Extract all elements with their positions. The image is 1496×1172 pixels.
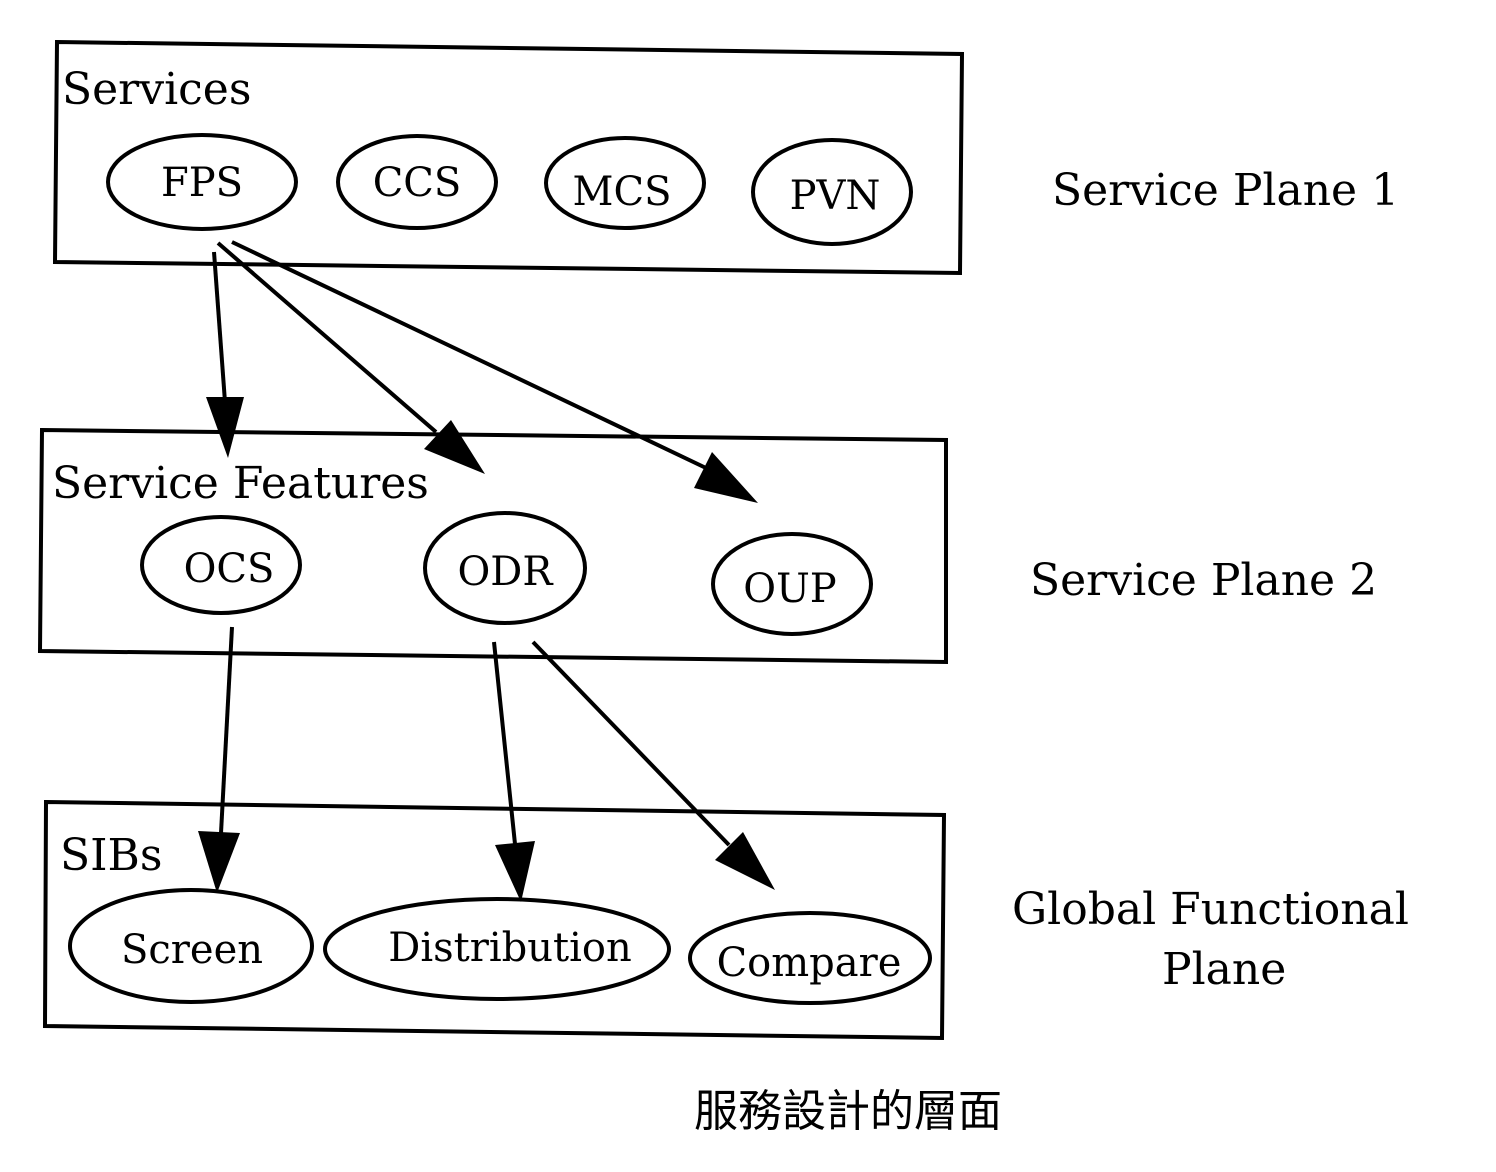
arrow-odr-to-distribution [492, 641, 535, 902]
node-mcs: MCS [544, 136, 706, 230]
service-features-box-title: Service Features [52, 458, 429, 509]
sibs-box [42, 799, 947, 1041]
node-fps: FPS [106, 133, 298, 231]
services-box-title: Services [62, 64, 251, 115]
node-ccs: CCS [336, 134, 498, 230]
node-ccs-label: CCS [373, 160, 462, 206]
sibs-box-title: SIBs [60, 830, 162, 881]
node-ocs: OCS [140, 515, 302, 615]
node-mcs-label: MCS [573, 169, 672, 215]
services-box [52, 39, 965, 276]
node-oup-label: OUP [743, 566, 836, 612]
node-fps-label: FPS [161, 160, 243, 206]
node-compare-label: Compare [717, 940, 902, 986]
node-odr: ODR [423, 511, 587, 625]
node-odr-label: ODR [458, 549, 555, 595]
arrow-ocs-to-screen [198, 626, 240, 893]
arrow-fps-to-odr [216, 241, 485, 474]
node-screen: Screen [68, 888, 314, 1004]
node-pvn-label: PVN [790, 173, 881, 219]
node-pvn: PVN [751, 138, 913, 246]
global-functional-plane-group: SIBs Screen Distribution Compare [42, 799, 947, 1041]
arrow-odr-to-compare [531, 640, 775, 890]
node-compare: Compare [688, 911, 932, 1005]
global-functional-plane-label-line-1: Global Functional [1012, 884, 1409, 935]
service-plane-2-label: Service Plane 2 [1030, 555, 1377, 606]
node-distribution-label: Distribution [388, 925, 631, 971]
arrow-fps-to-oup [231, 240, 758, 503]
node-screen-label: Screen [121, 927, 263, 973]
global-functional-plane-label-line-2: Plane [1162, 944, 1286, 995]
node-ocs-label: OCS [184, 546, 275, 592]
node-distribution: Distribution [323, 897, 671, 1001]
service-plane-2-group: Service Features OCS ODR OUP [37, 427, 948, 665]
node-oup: OUP [711, 532, 873, 636]
service-plane-1-label: Service Plane 1 [1052, 165, 1399, 216]
arrow-fps-to-ocs [206, 251, 244, 458]
diagram-caption: 服務設計的層面 [694, 1086, 1002, 1137]
service-plane-1-group: Services FPS CCS MCS PVN [52, 39, 965, 276]
